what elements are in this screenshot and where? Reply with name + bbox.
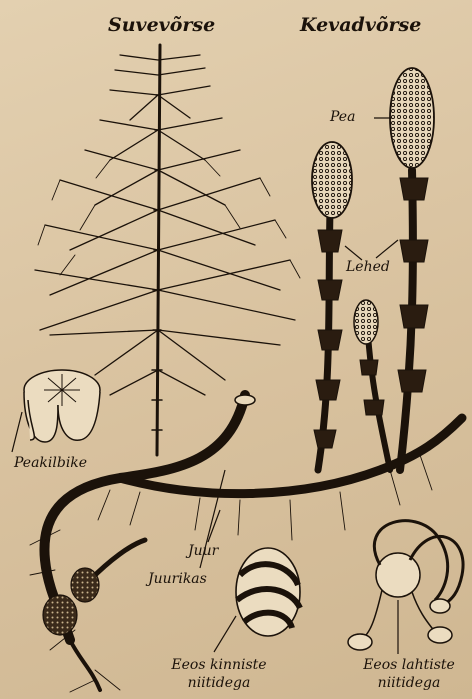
spore-open-figure	[348, 521, 463, 650]
caption-spore-open: Eeos lahtiste niitidega	[350, 656, 468, 692]
label-head: Pea	[330, 110, 355, 124]
rhizome	[30, 395, 462, 692]
label-leaves: Lehed	[346, 260, 390, 274]
title-spring-shoot: Kevadvõrse	[300, 16, 421, 35]
caption-spore-open-line1: Eeos lahtiste	[350, 656, 468, 674]
sporangiophore-figure	[24, 370, 100, 442]
caption-spore-open-line2: niitidega	[350, 674, 468, 692]
label-sporangiophore: Peakilbike	[14, 456, 87, 470]
title-summer-shoot: Suvevõrse	[108, 16, 215, 35]
caption-spore-closed-line2: niitidega	[160, 674, 278, 692]
caption-spore-closed-line1: Eeos kinniste	[160, 656, 278, 674]
spore-closed-figure	[236, 548, 300, 636]
label-root: Juur	[188, 544, 218, 558]
caption-spore-closed: Eeos kinniste niitidega	[160, 656, 278, 692]
label-tuber: Juurikas	[148, 572, 207, 586]
